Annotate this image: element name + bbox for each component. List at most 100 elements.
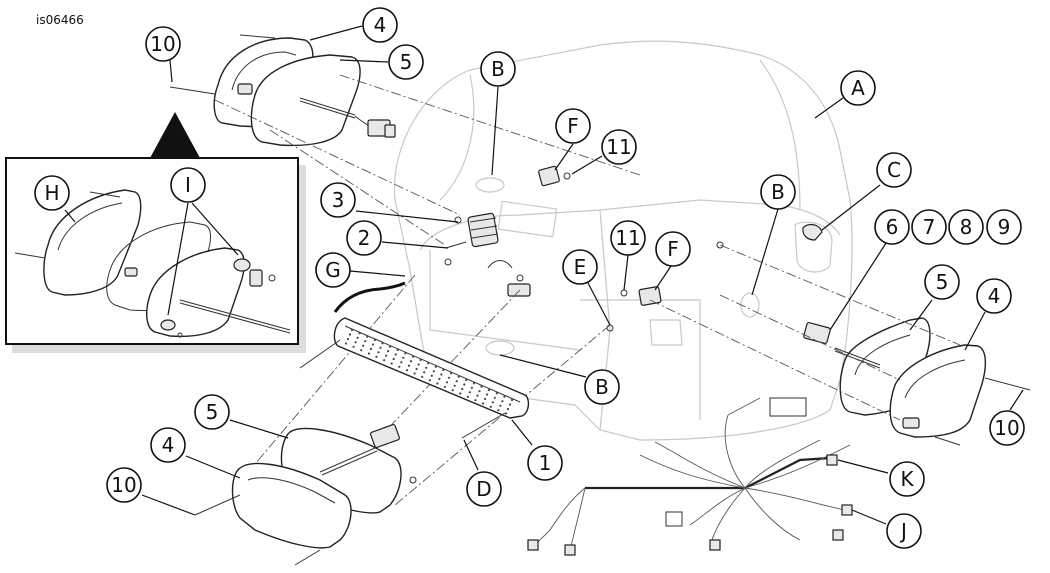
led-dot <box>428 379 431 382</box>
led-dot <box>425 366 428 369</box>
callout-9: 9 <box>986 209 1022 245</box>
callout-g: G <box>315 252 351 288</box>
led-dot <box>348 333 352 336</box>
led-dot <box>489 405 492 408</box>
svg-text:6: 6 <box>886 215 899 239</box>
callout-f: F <box>655 231 691 267</box>
led-dot <box>478 390 481 393</box>
svg-text:F: F <box>667 237 679 261</box>
upper-left-tail-lamp-assembly <box>169 34 641 246</box>
led-dot <box>417 363 420 366</box>
svg-text:E: E <box>574 255 587 279</box>
callout-10: 10 <box>145 26 181 62</box>
led-dot <box>455 380 458 383</box>
led-dot <box>432 370 435 373</box>
svg-text:2: 2 <box>358 226 371 250</box>
led-dot <box>436 382 439 385</box>
callout-c: C <box>876 152 912 188</box>
svg-text:11: 11 <box>615 226 640 250</box>
led-dot <box>398 365 401 368</box>
callout-i: I <box>170 167 206 203</box>
led-dot <box>379 346 382 349</box>
led-dot <box>373 338 376 342</box>
led-dot <box>491 401 494 404</box>
led-dot <box>356 336 359 339</box>
svg-text:5: 5 <box>936 270 949 294</box>
callout-b: B <box>584 369 620 405</box>
svg-text:8: 8 <box>960 215 973 239</box>
leader-lines <box>64 25 1024 525</box>
led-dot <box>434 365 437 368</box>
callout-5: 5 <box>388 44 424 80</box>
svg-text:10: 10 <box>111 473 136 497</box>
led-dot <box>438 377 441 381</box>
callout-4: 4 <box>976 278 1012 314</box>
led-dot <box>447 376 451 379</box>
led-dot <box>389 345 392 348</box>
callout-f: F <box>555 108 591 144</box>
svg-text:B: B <box>491 57 505 81</box>
led-dot <box>474 399 477 402</box>
callout-4: 4 <box>150 427 186 463</box>
led-dot <box>504 412 508 415</box>
center-light-bar <box>299 317 530 439</box>
svg-text:B: B <box>771 180 785 204</box>
callout-10: 10 <box>106 467 142 503</box>
svg-text:4: 4 <box>374 13 387 37</box>
led-dot <box>482 402 485 405</box>
led-dot <box>501 400 504 403</box>
led-dot <box>366 335 369 338</box>
led-dot <box>468 391 471 394</box>
callout-5: 5 <box>924 264 960 300</box>
led-dot <box>385 354 388 357</box>
svg-text:7: 7 <box>923 215 936 239</box>
callout-10: 10 <box>989 410 1025 446</box>
led-dot <box>503 395 506 398</box>
svg-text:B: B <box>595 375 609 399</box>
led-dot <box>400 361 403 364</box>
svg-text:10: 10 <box>994 416 1019 440</box>
svg-text:J: J <box>899 519 907 543</box>
led-dot <box>510 398 514 402</box>
led-dot <box>488 388 491 392</box>
callout-7: 7 <box>911 209 947 245</box>
callout-6: 6 <box>874 209 910 245</box>
led-dot <box>413 372 416 375</box>
svg-text:5: 5 <box>400 50 413 74</box>
led-dot <box>506 407 510 411</box>
led-dot <box>457 375 460 378</box>
led-dot <box>440 373 443 376</box>
led-dot <box>405 369 409 372</box>
vehicle-body-outline <box>393 40 853 441</box>
led-dot <box>364 340 367 343</box>
led-dot <box>451 389 454 392</box>
svg-text:I: I <box>185 173 191 197</box>
led-dot <box>430 374 433 377</box>
led-dot <box>390 362 393 365</box>
led-dot <box>383 359 386 362</box>
led-dot <box>404 352 407 355</box>
led-dot <box>421 375 424 378</box>
svg-text:11: 11 <box>606 135 631 159</box>
led-dot <box>358 332 361 335</box>
svg-text:A: A <box>851 76 865 100</box>
led-dot <box>443 385 447 388</box>
callout-11: 11 <box>601 129 637 165</box>
led-dot <box>461 387 464 391</box>
svg-text:5: 5 <box>206 400 219 424</box>
inset-detail-panel <box>5 112 306 353</box>
led-dot <box>354 341 357 344</box>
svg-text:4: 4 <box>162 433 175 457</box>
led-dot <box>493 396 496 399</box>
led-dot <box>465 378 468 382</box>
led-dot <box>371 343 374 346</box>
lower-left-tail-lamp-assembly <box>194 423 417 566</box>
svg-text:4: 4 <box>988 284 1001 308</box>
callout-j: J <box>886 513 922 549</box>
led-dot <box>367 352 370 355</box>
led-dot <box>387 350 390 353</box>
led-dot <box>407 364 411 367</box>
led-dot <box>486 393 489 396</box>
led-dot <box>484 397 487 401</box>
